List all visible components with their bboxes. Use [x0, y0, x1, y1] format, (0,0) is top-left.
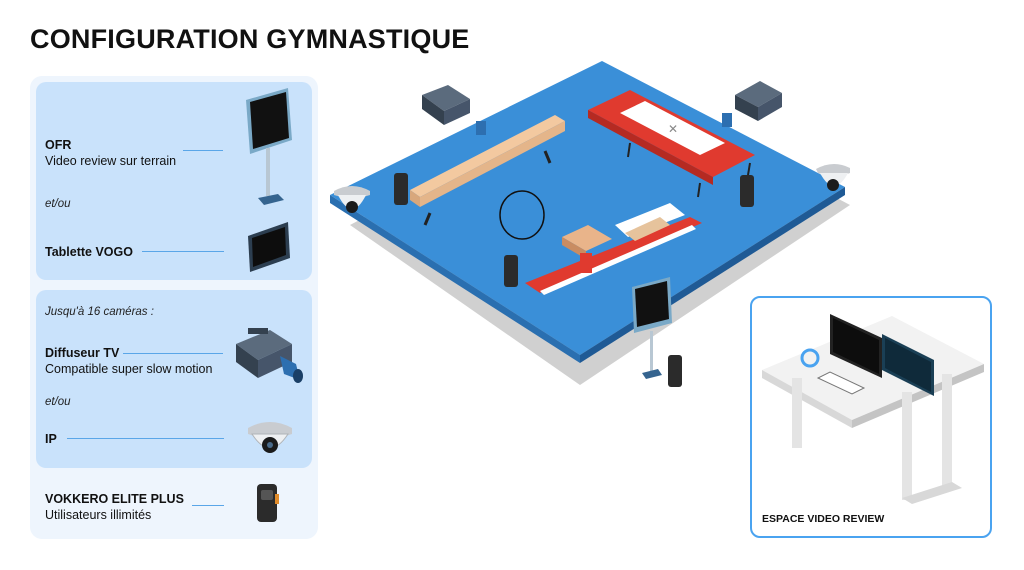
review-monitor-1 — [830, 314, 882, 378]
review-area-label: ESPACE VIDEO REVIEW — [762, 513, 885, 525]
headset — [800, 348, 820, 368]
review-monitor-2 — [882, 334, 934, 396]
vokkero-leader-line — [192, 505, 224, 506]
cameras-note: Jusqu'à 16 caméras : — [45, 306, 154, 318]
ofr-label: OFR Video review sur terrain — [45, 137, 176, 169]
vokkero-device-4 — [668, 355, 682, 387]
tv-description: Compatible super slow motion — [45, 362, 213, 376]
ofr-description: Video review sur terrain — [45, 154, 177, 168]
ofr-title: OFR — [45, 138, 72, 152]
vokkero-description: Utilisateurs illimités — [45, 508, 152, 522]
tv-title: Diffuseur TV — [45, 346, 120, 360]
monitor-stand-icon — [246, 88, 292, 205]
ip-label: IP — [45, 431, 57, 447]
trampoline: ✕ — [588, 90, 755, 198]
tablet-label: Tablette VOGO — [45, 244, 133, 260]
balance-beam — [410, 115, 565, 226]
review-desk-illustration — [762, 314, 984, 504]
competition-floor — [330, 61, 845, 355]
or-text-1: et/ou — [45, 198, 71, 210]
keyboard — [816, 371, 866, 395]
ip-title: IP — [45, 432, 57, 446]
vokkero-device-icon — [257, 484, 279, 522]
broadcast-camera-icon — [236, 328, 303, 383]
dome-camera-icon — [248, 422, 292, 453]
ip-leader-line — [67, 438, 224, 439]
ofr-monitor — [632, 277, 672, 379]
gymnastics-floor-scene: ✕ — [330, 61, 850, 387]
ofr-leader-line — [183, 150, 223, 151]
floor-circle-marking — [499, 190, 545, 240]
tv-leader-line — [123, 353, 223, 354]
tablet-icon — [248, 222, 290, 272]
dome-camera-left — [334, 186, 370, 213]
page-title: CONFIGURATION GYMNASTIQUE — [30, 24, 470, 54]
broadcast-camera-left — [422, 85, 486, 135]
dome-camera-right — [816, 164, 850, 191]
tablet-title: Tablette VOGO — [45, 245, 133, 259]
broadcast-camera-right — [722, 81, 782, 127]
vokkero-device-1 — [394, 173, 408, 205]
vokkero-title: VOKKERO ELITE PLUS — [45, 492, 184, 506]
tv-label: Diffuseur TV Compatible super slow motio… — [45, 345, 212, 377]
tablet-leader-line — [142, 251, 224, 252]
or-text-2: et/ou — [45, 396, 71, 408]
svg-text:✕: ✕ — [668, 122, 678, 136]
vokkero-device-3 — [504, 255, 518, 287]
vault-runway — [525, 203, 702, 295]
vokkero-device-2 — [740, 175, 754, 207]
vokkero-label: VOKKERO ELITE PLUS Utilisateurs illimité… — [45, 491, 184, 523]
